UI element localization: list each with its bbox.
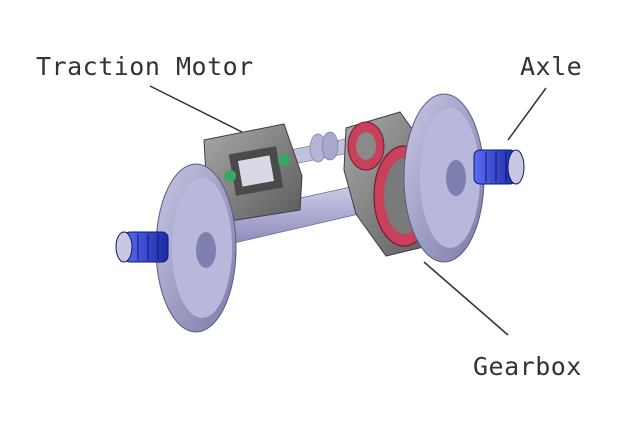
motor-shaft bbox=[289, 131, 355, 165]
leader-line-axle bbox=[507, 87, 547, 141]
right-axle-bearing bbox=[473, 149, 525, 185]
label-traction-motor: Traction Motor bbox=[36, 52, 254, 81]
leader-line-traction-motor bbox=[149, 85, 243, 133]
left-axle-bearing bbox=[115, 231, 169, 263]
label-gearbox: Gearbox bbox=[473, 352, 582, 381]
right-wheel bbox=[403, 93, 485, 263]
label-axle: Axle bbox=[520, 52, 583, 81]
leader-line-gearbox bbox=[423, 261, 509, 336]
